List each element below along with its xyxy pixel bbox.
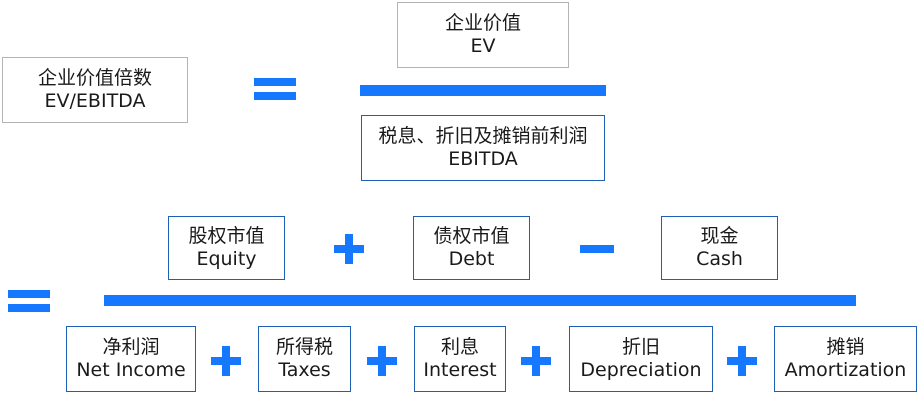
debt-zh: 债权市值 <box>433 225 510 248</box>
net-income-en: Net Income <box>76 359 186 381</box>
depreciation-en: Depreciation <box>580 359 702 381</box>
equity-zh: 股权市值 <box>188 225 265 248</box>
amortization-box: 摊销 Amortization <box>774 326 917 392</box>
taxes-zh: 所得税 <box>275 336 333 359</box>
ev-en: EV <box>470 35 496 57</box>
interest-box: 利息 Interest <box>414 326 506 392</box>
equity-en: Equity <box>196 248 257 270</box>
interest-en: Interest <box>423 359 497 381</box>
cash-en: Cash <box>696 248 743 270</box>
ebitda-en: EBITDA <box>448 148 518 170</box>
minus-sign-1 <box>580 245 614 253</box>
ev-zh: 企业价值 <box>444 12 521 35</box>
taxes-en: Taxes <box>278 359 331 381</box>
equity-box: 股权市值 Equity <box>168 216 285 280</box>
equals-sign-bottom <box>8 290 50 312</box>
ev-ebitda-en: EV/EBITDA <box>44 90 146 112</box>
net-income-box: 净利润 Net Income <box>66 326 196 392</box>
net-income-zh: 净利润 <box>102 336 160 359</box>
ev-box: 企业价值 EV <box>397 2 569 68</box>
depreciation-box: 折旧 Depreciation <box>569 326 713 392</box>
cash-zh: 现金 <box>700 225 739 248</box>
cash-box: 现金 Cash <box>661 216 778 280</box>
ebitda-zh: 税息、折旧及摊销前利润 <box>378 125 588 148</box>
ev-ebitda-box: 企业价值倍数 EV/EBITDA <box>2 57 188 123</box>
taxes-box: 所得税 Taxes <box>258 326 351 392</box>
equals-sign-top <box>254 78 296 100</box>
plus-sign-4 <box>521 346 551 376</box>
plus-sign-2 <box>211 346 241 376</box>
plus-sign-5 <box>727 346 757 376</box>
interest-zh: 利息 <box>440 336 479 359</box>
amortization-zh: 摊销 <box>826 336 865 359</box>
fraction-bar-top <box>360 85 606 96</box>
amortization-en: Amortization <box>784 359 907 381</box>
plus-sign-1 <box>334 234 364 264</box>
plus-sign-3 <box>367 346 397 376</box>
ebitda-box: 税息、折旧及摊销前利润 EBITDA <box>361 115 605 181</box>
debt-en: Debt <box>448 248 495 270</box>
fraction-bar-bottom <box>104 295 856 306</box>
debt-box: 债权市值 Debt <box>413 216 530 280</box>
depreciation-zh: 折旧 <box>621 336 660 359</box>
ev-ebitda-zh: 企业价值倍数 <box>37 67 152 90</box>
